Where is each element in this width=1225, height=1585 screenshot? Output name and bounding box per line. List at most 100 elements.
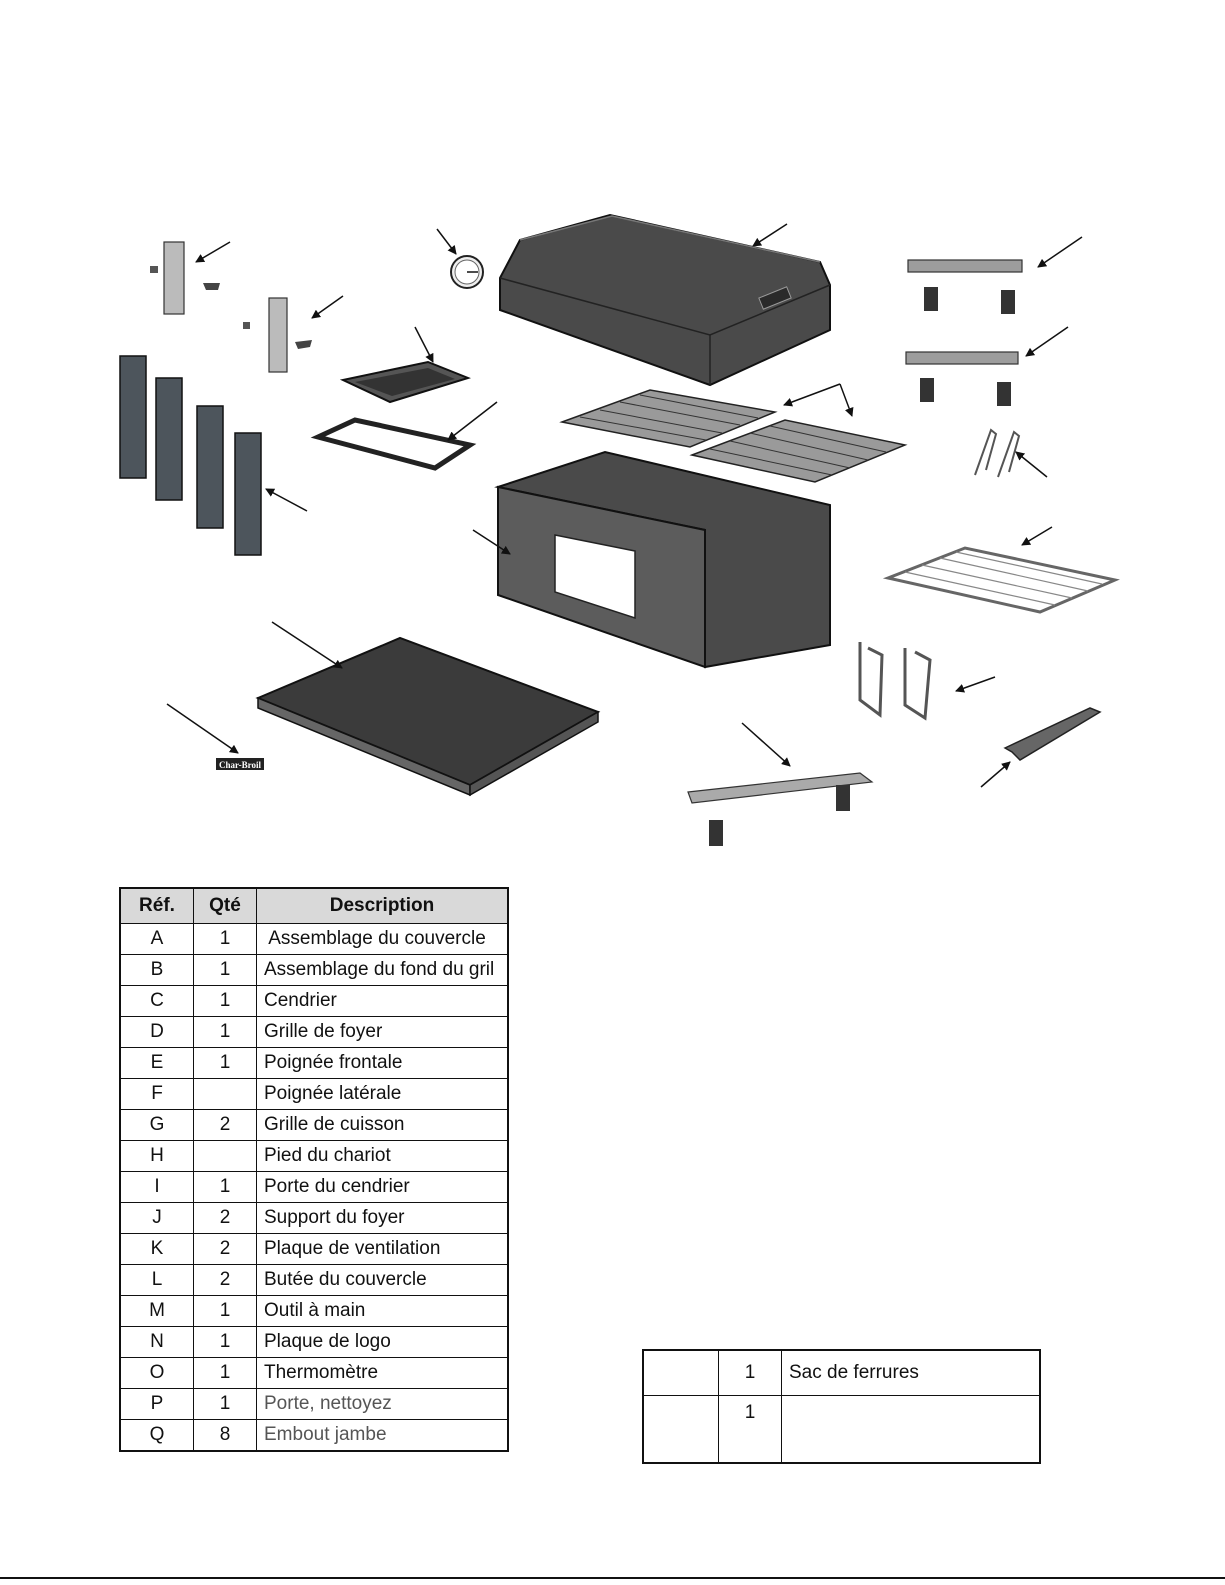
qty-cell: 1 (193, 985, 257, 1017)
description-cell: Sac de ferrures (781, 1349, 1041, 1396)
qty-cell: 1 (193, 1295, 257, 1327)
qty-cell: 1 (193, 1171, 257, 1203)
ref-cell: B (119, 954, 194, 986)
description-cell: Poignée frontale (256, 1047, 509, 1079)
parts-table-header-row: Réf. Qté Description (119, 887, 509, 924)
qty-cell: 2 (193, 1264, 257, 1296)
description-cell: Porte, nettoyez (256, 1388, 509, 1420)
table-row: H Pied du chariot (119, 1140, 509, 1172)
ash-pan-part (339, 360, 472, 404)
qty-cell: 1 (718, 1395, 782, 1464)
description-cell: Assemblage du fond du gril (256, 954, 509, 986)
ref-cell: N (119, 1326, 194, 1358)
lid-stop-parts (150, 241, 312, 373)
qty-cell: 1 (193, 1016, 257, 1048)
ref-cell: H (119, 1140, 194, 1172)
description-cell: Thermomètre (256, 1357, 509, 1389)
clean-out-door-part (255, 636, 601, 797)
qty-cell: 8 (193, 1419, 257, 1452)
description-cell: Plaque de logo (256, 1326, 509, 1358)
qty-cell: 2 (193, 1109, 257, 1141)
header-ref: Réf. (119, 887, 194, 924)
ref-cell: I (119, 1171, 194, 1203)
ref-cell: A (119, 923, 194, 955)
description-cell: Butée du couvercle (256, 1264, 509, 1296)
header-qty: Qté (193, 887, 257, 924)
ref-cell: K (119, 1233, 194, 1265)
description-cell: Pied du chariot (256, 1140, 509, 1172)
ref-cell (642, 1349, 719, 1396)
fire-grate-part (882, 546, 1120, 614)
description-cell: Embout jambe (256, 1419, 509, 1452)
firebox-support-parts (858, 642, 932, 721)
ref-cell (642, 1395, 719, 1464)
bottom-rule (0, 1577, 1225, 1579)
ref-cell: C (119, 985, 194, 1017)
hand-tool-part (1003, 707, 1102, 761)
exploded-parts-diagram: Char-Broil (119, 213, 1120, 846)
qty-cell: 1 (193, 923, 257, 955)
qty-cell: 1 (193, 1357, 257, 1389)
ash-pan-door-part (310, 417, 477, 471)
ref-cell: J (119, 1202, 194, 1234)
qty-cell (193, 1140, 257, 1172)
description-cell: Cendrier (256, 985, 509, 1017)
ref-cell: Q (119, 1419, 194, 1452)
cooking-grate-parts (559, 389, 908, 483)
table-row: 1 (642, 1395, 1041, 1464)
description-cell: Porte du cendrier (256, 1171, 509, 1203)
ref-cell: P (119, 1388, 194, 1420)
description-cell: Outil à main (256, 1295, 509, 1327)
vent-plate-parts (974, 428, 1021, 478)
cart-leg-parts (119, 355, 262, 556)
table-row: 1 Sac de ferrures (642, 1349, 1041, 1396)
description-cell: Poignée latérale (256, 1078, 509, 1110)
description-cell: Grille de cuisson (256, 1109, 509, 1141)
table-row: F Poignée latérale (119, 1078, 509, 1110)
ref-cell: L (119, 1264, 194, 1296)
description-cell: Assemblage du couvercle (256, 923, 509, 955)
qty-cell: 1 (193, 1326, 257, 1358)
qty-cell: 1 (193, 1047, 257, 1079)
logo-plate-part: Char-Broil (216, 758, 264, 770)
ref-cell: O (119, 1357, 194, 1389)
qty-cell (193, 1078, 257, 1110)
description-cell: Support du foyer (256, 1202, 509, 1234)
qty-cell: 1 (193, 954, 257, 986)
hardware-table: 1 Sac de ferrures 1 (642, 1349, 1041, 1464)
ref-cell: E (119, 1047, 194, 1079)
description-cell: Grille de foyer (256, 1016, 509, 1048)
thermometer-part (450, 255, 484, 289)
callout-arrows (166, 223, 1083, 788)
side-handle-parts (905, 259, 1023, 406)
front-handle-part (687, 772, 874, 846)
qty-cell: 2 (193, 1202, 257, 1234)
lid-assembly-part (499, 213, 831, 387)
ref-cell: G (119, 1109, 194, 1141)
qty-cell: 2 (193, 1233, 257, 1265)
ref-cell: M (119, 1295, 194, 1327)
logo-text: Char-Broil (219, 760, 261, 770)
ref-cell: F (119, 1078, 194, 1110)
description-cell (781, 1395, 1041, 1464)
qty-cell: 1 (718, 1349, 782, 1396)
ref-cell: D (119, 1016, 194, 1048)
description-cell: Plaque de ventilation (256, 1233, 509, 1265)
grill-bottom-assembly-part (494, 450, 831, 669)
